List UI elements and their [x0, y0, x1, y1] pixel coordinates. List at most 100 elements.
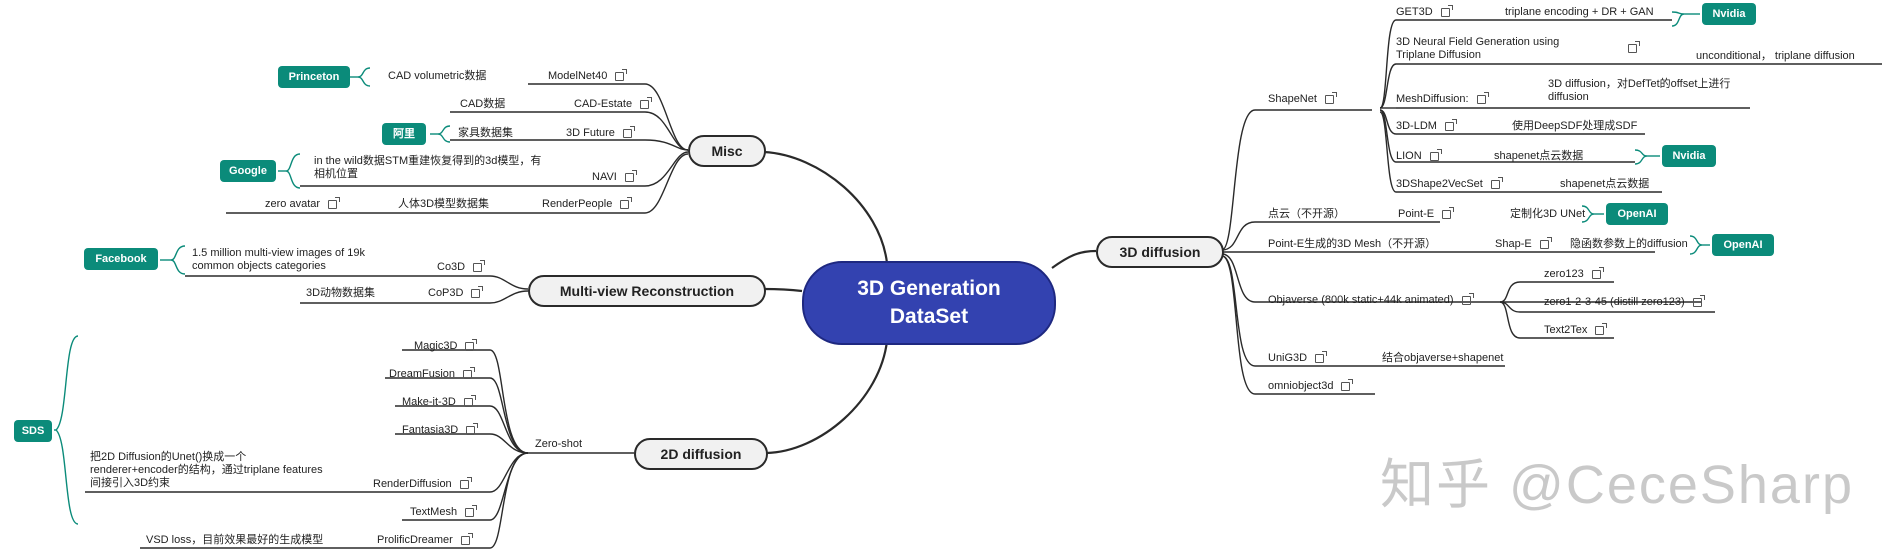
external-link-icon[interactable]: [328, 196, 341, 209]
note-modelnet: CAD volumetric数据: [388, 70, 487, 82]
node-renderpeople[interactable]: RenderPeople: [542, 196, 633, 211]
external-link-icon[interactable]: [622, 125, 635, 138]
node-co3d[interactable]: Co3D: [437, 259, 486, 274]
external-link-icon[interactable]: [1461, 292, 1474, 305]
external-link-icon[interactable]: [1429, 148, 1442, 161]
node-text2tex[interactable]: Text2Tex: [1544, 322, 1608, 337]
tag-google: Google: [220, 160, 276, 182]
node-unig3d[interactable]: UniG3D: [1268, 350, 1328, 365]
external-link-icon[interactable]: [465, 338, 478, 351]
node-label: CAD-Estate: [574, 98, 633, 110]
node-cop3d[interactable]: CoP3D: [428, 285, 484, 300]
branch-3d-diffusion[interactable]: 3D diffusion: [1096, 236, 1224, 268]
note-3d-ldm: 使用DeepSDF处理成SDF: [1512, 120, 1638, 132]
node-label: 3D Neural Field Generation using Triplan…: [1396, 36, 1560, 61]
node-zero123[interactable]: zero123: [1544, 266, 1604, 281]
external-link-icon[interactable]: [473, 259, 486, 272]
diffusion3d-edges: [1221, 109, 1702, 395]
branch-multiview[interactable]: Multi-view Reconstruction: [528, 275, 766, 307]
node-lion[interactable]: LION: [1396, 148, 1442, 163]
external-link-icon[interactable]: [1539, 236, 1552, 249]
node-point-e-mesh[interactable]: Point-E生成的3D Mesh（不开源）: [1268, 238, 1437, 250]
node-zero-avatar[interactable]: zero avatar: [265, 196, 341, 211]
external-link-icon[interactable]: [1490, 176, 1503, 189]
node-zero1-2-3-45[interactable]: zero1-2-3-45 (distill zero123): [1544, 294, 1705, 309]
node-make-it-3d[interactable]: Make-it-3D: [402, 394, 476, 409]
node-label: Point-E: [1398, 208, 1435, 220]
external-link-icon[interactable]: [615, 68, 628, 81]
external-link-icon[interactable]: [466, 422, 479, 435]
node-dreamfusion[interactable]: DreamFusion: [389, 366, 476, 381]
node-get3d[interactable]: GET3D: [1396, 4, 1453, 19]
node-renderdiffusion[interactable]: RenderDiffusion: [373, 476, 472, 491]
node-label: ShapeNet: [1268, 93, 1317, 105]
node-meshdiffusion[interactable]: MeshDiffusion:: [1396, 91, 1489, 106]
external-link-icon[interactable]: [1444, 118, 1457, 131]
node-navi[interactable]: NAVI: [592, 169, 637, 184]
node-shapenet[interactable]: ShapeNet: [1268, 91, 1337, 106]
note-prolificdreamer: VSD loss，目前效果最好的生成模型: [146, 534, 324, 546]
brace-openai-shape: [1689, 235, 1703, 255]
external-link-icon[interactable]: [459, 476, 472, 489]
external-link-icon[interactable]: [1440, 4, 1453, 17]
node-label: Magic3D: [414, 340, 458, 352]
branch-2d-diffusion[interactable]: 2D diffusion: [634, 438, 768, 470]
node-label: ModelNet40: [548, 70, 608, 82]
node-shap-e[interactable]: Shap-E: [1495, 236, 1552, 251]
brace-ali: [437, 125, 451, 143]
note-get3d: triplane encoding + DR + GAN: [1505, 6, 1654, 18]
external-link-icon[interactable]: [624, 169, 637, 182]
node-label: Objaverse (800k static+44k animated): [1268, 294, 1454, 306]
external-link-icon[interactable]: [1692, 294, 1705, 307]
node-label: ProlificDreamer: [377, 534, 453, 546]
brace-princeton: [357, 67, 371, 87]
node-cad-estate: CAD-Estate: [574, 96, 653, 111]
node-modelnet40[interactable]: ModelNet40: [548, 68, 628, 83]
node-label: omniobject3d: [1268, 380, 1334, 392]
node-3dshape2vecset[interactable]: 3DShape2VecSet: [1396, 176, 1503, 191]
multiview-edges: [185, 275, 529, 304]
external-link-icon[interactable]: [640, 96, 653, 109]
node-prolificdreamer[interactable]: ProlificDreamer: [377, 532, 473, 547]
node-3d-future[interactable]: 3D Future: [566, 125, 635, 140]
brace-google: [285, 153, 301, 189]
external-link-icon[interactable]: [1442, 206, 1455, 219]
external-link-icon[interactable]: [1341, 378, 1354, 391]
external-link-icon[interactable]: [1324, 91, 1337, 104]
node-neural-field[interactable]: 3D Neural Field Generation using Triplan…: [1396, 36, 1596, 62]
root-node[interactable]: 3D Generation DataSet: [802, 261, 1056, 345]
node-objaverse[interactable]: Objaverse (800k static+44k animated): [1268, 292, 1474, 307]
external-link-icon[interactable]: [1476, 91, 1489, 104]
node-label: zero avatar: [265, 198, 321, 210]
node-label: zero123: [1544, 268, 1584, 280]
external-link-icon[interactable]: [620, 196, 633, 209]
external-link-icon[interactable]: [460, 532, 473, 545]
node-fantasia3d[interactable]: Fantasia3D: [402, 422, 479, 437]
tag-sds: SDS: [14, 420, 52, 442]
external-link-icon[interactable]: [471, 285, 484, 298]
external-link-icon[interactable]: [1315, 350, 1328, 363]
shapenet-edges: [1379, 19, 1882, 193]
external-link-icon[interactable]: [1628, 41, 1640, 53]
note-renderdiffusion: 把2D Diffusion的Unet()换成一个renderer+encoder…: [90, 451, 323, 489]
node-pointcloud[interactable]: 点云（不开源）: [1268, 208, 1345, 220]
branch-misc[interactable]: Misc: [688, 135, 766, 167]
node-omniobject3d[interactable]: omniobject3d: [1268, 378, 1354, 393]
node-textmesh[interactable]: TextMesh: [410, 504, 478, 519]
node-zero-shot[interactable]: Zero-shot: [535, 438, 583, 450]
root-title-line2: DataSet: [889, 305, 969, 328]
brace-facebook: [170, 245, 186, 275]
edge-root-misc: [763, 150, 889, 264]
node-3d-ldm[interactable]: 3D-LDM: [1396, 118, 1457, 133]
external-link-icon[interactable]: [465, 504, 478, 517]
node-label: UniG3D: [1268, 352, 1308, 364]
external-link-icon[interactable]: [463, 366, 476, 379]
external-link-icon[interactable]: [1591, 266, 1604, 279]
external-link-icon[interactable]: [1595, 322, 1608, 335]
edge-root-3d: [1051, 249, 1097, 269]
external-link-icon[interactable]: [463, 394, 476, 407]
node-point-e[interactable]: Point-E: [1398, 206, 1455, 221]
node-magic3d[interactable]: Magic3D: [414, 338, 478, 353]
node-label: 3D Future: [566, 127, 615, 139]
misc-edges: [226, 83, 689, 214]
